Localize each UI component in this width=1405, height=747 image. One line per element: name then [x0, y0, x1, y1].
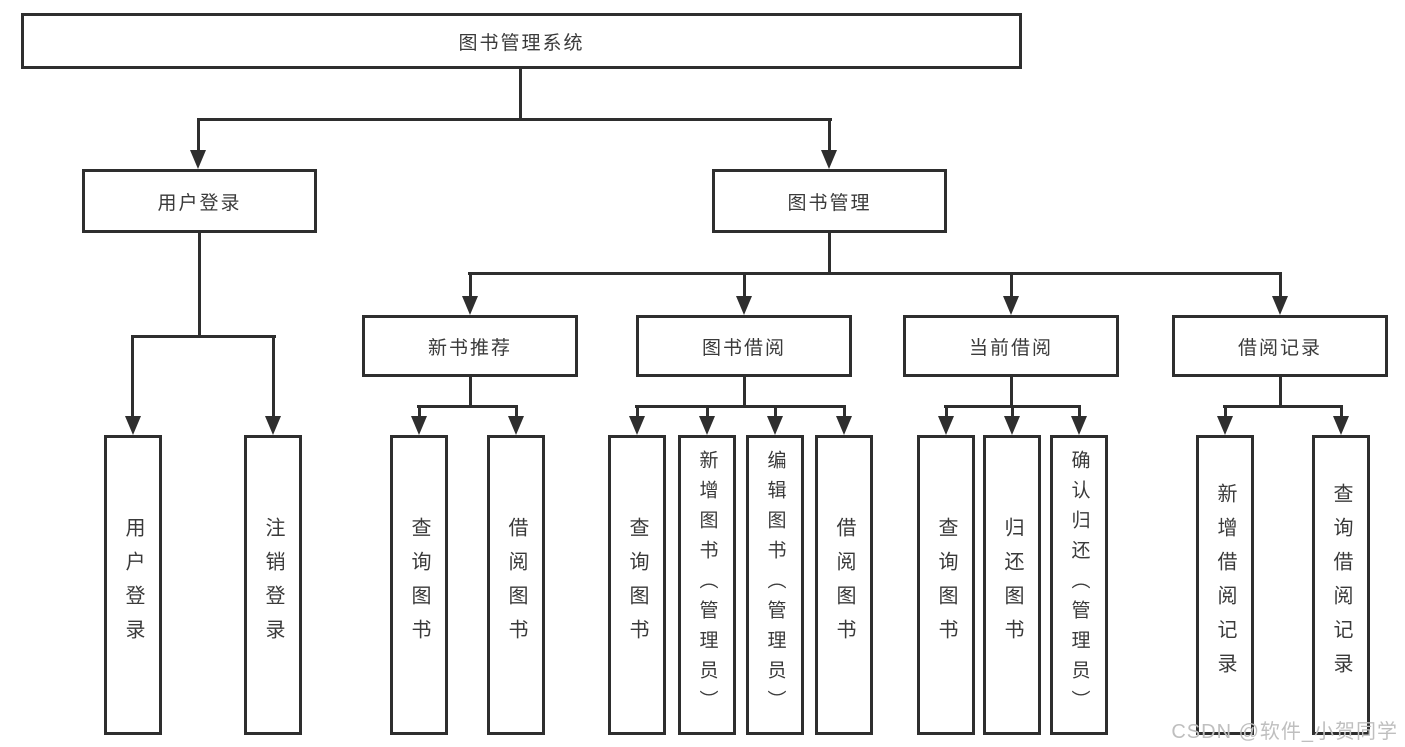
leaf-borrow-books-recommend-label: 借阅图书 [505, 517, 527, 653]
arrow-down-icon [767, 416, 783, 435]
leaf-query-borrow-record: 查询借阅记录 [1312, 435, 1370, 735]
connector-line [743, 377, 746, 405]
leaf-confirm-return-admin-label: 确认归还（管理员） [1068, 450, 1090, 720]
arrow-down-icon [1003, 296, 1019, 315]
connector-line [131, 335, 134, 416]
connector-line [1010, 272, 1013, 296]
arrow-down-icon [1071, 416, 1087, 435]
leaf-logout-label: 注销登录 [262, 517, 284, 653]
arrow-down-icon [462, 296, 478, 315]
connector-line [1011, 405, 1014, 416]
arrow-down-icon [699, 416, 715, 435]
arrow-down-icon [190, 150, 206, 169]
connector-line [1340, 405, 1343, 416]
connector-line [843, 405, 846, 416]
connector-line [197, 118, 832, 121]
connector-line [706, 405, 709, 416]
connector-line [469, 272, 472, 296]
node-borrowing-records-label: 借阅记录 [1237, 337, 1322, 359]
leaf-add-borrow-record: 新增借阅记录 [1196, 435, 1254, 735]
connector-line [418, 405, 421, 416]
connector-line [197, 118, 200, 150]
arrow-down-icon [411, 416, 427, 435]
watermark: CSDN @软件_小贺同学 [1171, 721, 1398, 743]
connector-line [131, 335, 276, 338]
node-new-book-recommend-label: 新书推荐 [427, 337, 512, 359]
leaf-query-books-borrowing-label: 查询图书 [626, 517, 648, 653]
leaf-add-book-admin-label: 新增图书（管理员） [696, 450, 718, 720]
connector-line [828, 118, 831, 150]
leaf-edit-book-admin: 编辑图书（管理员） [746, 435, 804, 735]
leaf-query-borrow-record-label: 查询借阅记录 [1330, 483, 1352, 687]
connector-line [1279, 377, 1282, 405]
arrow-down-icon [1217, 416, 1233, 435]
leaf-user-login: 用户登录 [104, 435, 162, 735]
node-book-borrowing: 图书借阅 [636, 315, 852, 377]
arrow-down-icon [736, 296, 752, 315]
leaf-return-books-label: 归还图书 [1001, 517, 1023, 653]
leaf-borrow-books-borrowing-label: 借阅图书 [833, 517, 855, 653]
node-current-borrowing-label: 当前借阅 [968, 337, 1053, 359]
connector-line [1279, 272, 1282, 296]
connector-line [636, 405, 639, 416]
leaf-logout: 注销登录 [244, 435, 302, 735]
leaf-user-login-label: 用户登录 [122, 517, 144, 653]
node-current-borrowing: 当前借阅 [903, 315, 1119, 377]
node-book-management: 图书管理 [712, 169, 947, 233]
connector-line [743, 272, 746, 296]
arrow-down-icon [1272, 296, 1288, 315]
arrow-down-icon [1004, 416, 1020, 435]
connector-line [1010, 377, 1013, 405]
leaf-add-book-admin: 新增图书（管理员） [678, 435, 736, 735]
connector-line [417, 405, 518, 408]
connector-line [828, 233, 831, 272]
connector-line [774, 405, 777, 416]
node-borrowing-records: 借阅记录 [1172, 315, 1388, 377]
connector-line [1224, 405, 1227, 416]
connector-line [1078, 405, 1081, 416]
connector-line [515, 405, 518, 416]
connector-line [468, 272, 1282, 275]
arrow-down-icon [821, 150, 837, 169]
leaf-borrow-books-recommend: 借阅图书 [487, 435, 545, 735]
connector-line [1223, 405, 1343, 408]
node-root: 图书管理系统 [21, 13, 1022, 69]
leaf-add-borrow-record-label: 新增借阅记录 [1214, 483, 1236, 687]
leaf-confirm-return-admin: 确认归还（管理员） [1050, 435, 1108, 735]
arrow-down-icon [508, 416, 524, 435]
leaf-return-books: 归还图书 [983, 435, 1041, 735]
connector-line [272, 335, 275, 416]
leaf-query-books-borrowing: 查询图书 [608, 435, 666, 735]
leaf-query-books-recommend-label: 查询图书 [408, 517, 430, 653]
arrow-down-icon [125, 416, 141, 435]
connector-line [945, 405, 948, 416]
leaf-query-books-current-label: 查询图书 [935, 517, 957, 653]
node-book-borrowing-label: 图书借阅 [701, 337, 786, 359]
leaf-query-books-current: 查询图书 [917, 435, 975, 735]
node-root-label: 图书管理系统 [458, 32, 585, 54]
leaf-borrow-books-borrowing: 借阅图书 [815, 435, 873, 735]
connector-line [469, 377, 472, 405]
connector-line [519, 69, 522, 118]
node-book-management-label: 图书管理 [787, 192, 872, 214]
arrow-down-icon [1333, 416, 1349, 435]
node-new-book-recommend: 新书推荐 [362, 315, 578, 377]
leaf-edit-book-admin-label: 编辑图书（管理员） [764, 450, 786, 720]
connector-line [635, 405, 846, 408]
arrow-down-icon [938, 416, 954, 435]
arrow-down-icon [836, 416, 852, 435]
connector-line [198, 233, 201, 335]
node-user-login: 用户登录 [82, 169, 317, 233]
leaf-query-books-recommend: 查询图书 [390, 435, 448, 735]
arrow-down-icon [265, 416, 281, 435]
arrow-down-icon [629, 416, 645, 435]
node-user-login-label: 用户登录 [157, 192, 242, 214]
